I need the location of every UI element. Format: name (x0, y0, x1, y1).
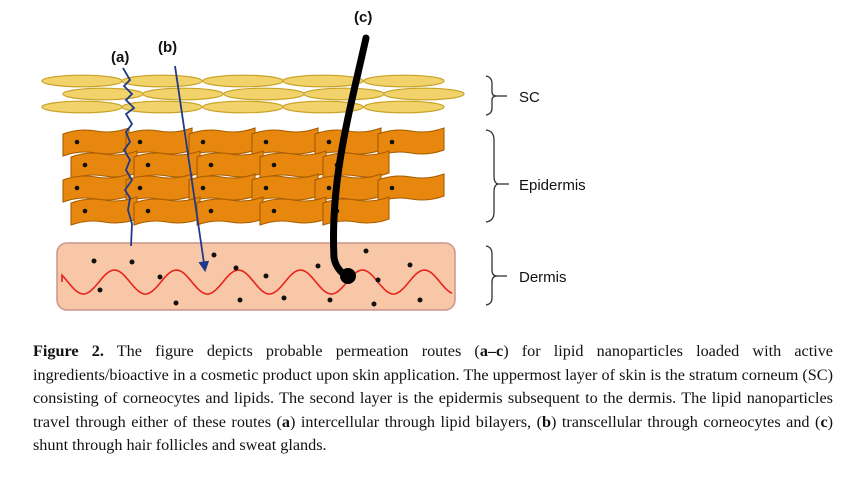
cell-nucleus (389, 139, 395, 145)
nanoparticle-dot (407, 262, 413, 268)
corneocyte-cell (363, 100, 445, 114)
route-a-intercellular-path (122, 67, 136, 247)
keratinocyte-cell (377, 173, 445, 203)
caption-route-b: b (541, 412, 551, 431)
corneocyte-cell (223, 87, 305, 101)
nanoparticle-dot (315, 263, 321, 269)
keratinocyte-cell (62, 173, 130, 203)
corneocyte-cell (121, 74, 203, 88)
nanoparticle-dot (363, 248, 369, 254)
caption-text-2: ) for lipid nanoparticles loaded with ac… (33, 342, 833, 431)
keratinocyte-cell (133, 196, 201, 226)
cell-nucleus (326, 139, 332, 145)
figure-caption: Figure 2. The figure depicts probable pe… (33, 340, 833, 458)
nanoparticle-dot (417, 297, 423, 303)
nanoparticle-dot (233, 265, 239, 271)
cell-nucleus (263, 185, 269, 191)
cell-nucleus (137, 139, 143, 145)
keratinocyte-cell (62, 127, 130, 157)
nanoparticle-dot (371, 301, 377, 307)
caption-text-4: ) transcellular through corneocytes and … (550, 412, 821, 431)
route-c-label: (c) (354, 9, 372, 26)
cell-nucleus (145, 162, 151, 168)
epidermis-layer (62, 127, 445, 226)
dermis-nanoparticles (91, 248, 423, 307)
caption-text-3: ) intercellular through lipid bilayers, … (290, 412, 542, 431)
nanoparticle-dot (327, 297, 333, 303)
caption-route-c: c (820, 412, 828, 431)
figure-label: Figure 2. (33, 342, 104, 360)
cell-nucleus (208, 208, 214, 214)
cell-nucleus (200, 185, 206, 191)
cell-nucleus (389, 185, 395, 191)
keratinocyte-cell (70, 196, 138, 226)
nanoparticle-dot (211, 252, 217, 258)
nanoparticle-dot (91, 258, 97, 264)
nanoparticle-dot (237, 297, 243, 303)
dermis-blood-vessel-wave (61, 269, 453, 295)
nanoparticle-dot (281, 295, 287, 301)
cell-nucleus (82, 208, 88, 214)
corneocyte-cell (41, 74, 123, 88)
cell-nucleus (137, 185, 143, 191)
corneocyte-cell (142, 87, 224, 101)
dermis-label: Dermis (519, 269, 567, 286)
nanoparticle-dot (173, 300, 179, 306)
nanoparticle-dot (375, 277, 381, 283)
corneocyte-cell (383, 87, 465, 101)
corneocyte-cell (303, 87, 385, 101)
cell-nucleus (271, 208, 277, 214)
keratinocyte-cell (259, 196, 327, 226)
keratinocyte-cell (377, 127, 445, 157)
corneocyte-cell (41, 100, 123, 114)
corneocyte-cell (363, 74, 445, 88)
nanoparticle-dot (97, 287, 103, 293)
cell-nucleus (74, 185, 80, 191)
cell-nucleus (145, 208, 151, 214)
caption-route-a: a (281, 412, 291, 431)
keratinocyte-cell (322, 196, 390, 226)
skin-permeation-diagram: (a) (b) (c) SC Epidermis Dermis (41, 9, 586, 311)
caption-text-5: ) shunt through hair follicles and sweat… (33, 412, 834, 455)
hair-follicle-bulb (340, 268, 356, 284)
nanoparticle-dot (263, 273, 269, 279)
cell-nucleus (82, 162, 88, 168)
route-c-hair-follicle-shunt (330, 34, 370, 280)
keratinocyte-cell (196, 196, 264, 226)
nanoparticle-dot (129, 259, 135, 265)
route-b-label: (b) (158, 39, 177, 56)
stratum-corneum-layer (41, 74, 465, 114)
dermis-bracket (485, 245, 507, 306)
cell-nucleus (326, 185, 332, 191)
cell-nucleus (271, 162, 277, 168)
corneocyte-cell (282, 100, 364, 114)
route-a-label: (a) (111, 49, 129, 66)
sc-label: SC (519, 89, 540, 106)
cell-nucleus (74, 139, 80, 145)
caption-range: a–c (479, 342, 504, 360)
cell-nucleus (200, 139, 206, 145)
nanoparticle-dot (157, 274, 163, 280)
route-b-transcellular-arrow (174, 65, 210, 273)
sc-bracket (485, 75, 507, 116)
epidermis-label: Epidermis (519, 177, 586, 194)
cell-nucleus (263, 139, 269, 145)
caption-text-1: The figure depicts probable permeation r… (103, 342, 480, 360)
cell-nucleus (208, 162, 214, 168)
corneocyte-cell (202, 100, 284, 114)
epidermis-bracket (485, 129, 509, 223)
dermis-layer (56, 242, 456, 311)
corneocyte-cell (282, 74, 364, 88)
corneocyte-cell (202, 74, 284, 88)
